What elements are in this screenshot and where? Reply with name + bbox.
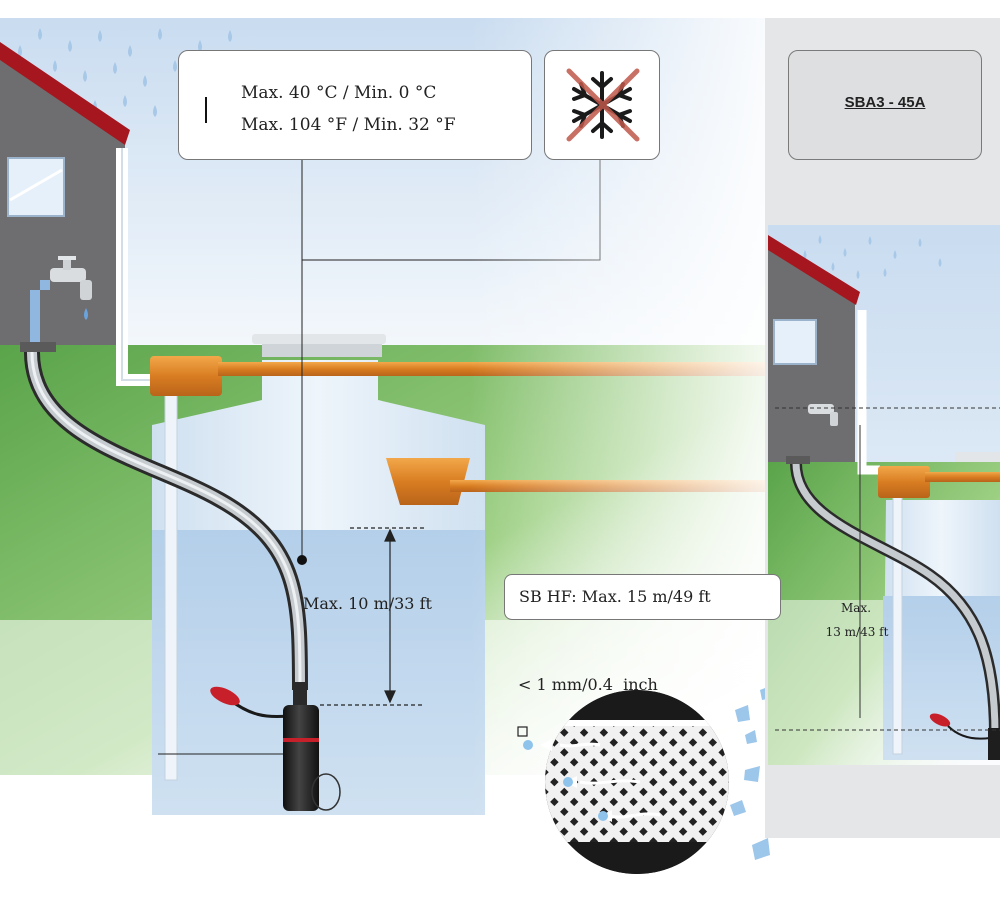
no-frost-box [544, 50, 660, 160]
no-frost-icon [566, 68, 640, 142]
temperature-fahrenheit: Max. 104 °F / Min. 32 °F [241, 115, 456, 135]
model-name: SBA3 - 45A [844, 94, 926, 111]
filter-magnifier [523, 690, 729, 874]
tap-icon [40, 256, 92, 320]
temperature-celsius: Max. 40 °C / Min. 0 °C [241, 83, 437, 103]
submersible-pump [283, 682, 341, 811]
float-switch [210, 686, 240, 706]
model-box: SBA3 - 45A [788, 50, 982, 160]
max-depth-label: Max. 10 m/33 ft [303, 594, 432, 613]
thermometer-icon [205, 97, 207, 123]
temperature-box: Max. 40 °C / Min. 0 °C Max. 104 °F / Min… [178, 50, 532, 160]
house [0, 42, 130, 345]
depth-dimension [320, 527, 425, 706]
hf-depth-label: SB HF: Max. 15 m/49 ft [519, 587, 711, 606]
inset-depth-label-2: 13 m/43 ft [825, 625, 889, 639]
particle-size-label: < 1 mm/0.4 inch [518, 675, 658, 694]
hf-depth-box: SB HF: Max. 15 m/49 ft [504, 574, 781, 620]
inset-depth-label-1: Max. [840, 601, 872, 615]
